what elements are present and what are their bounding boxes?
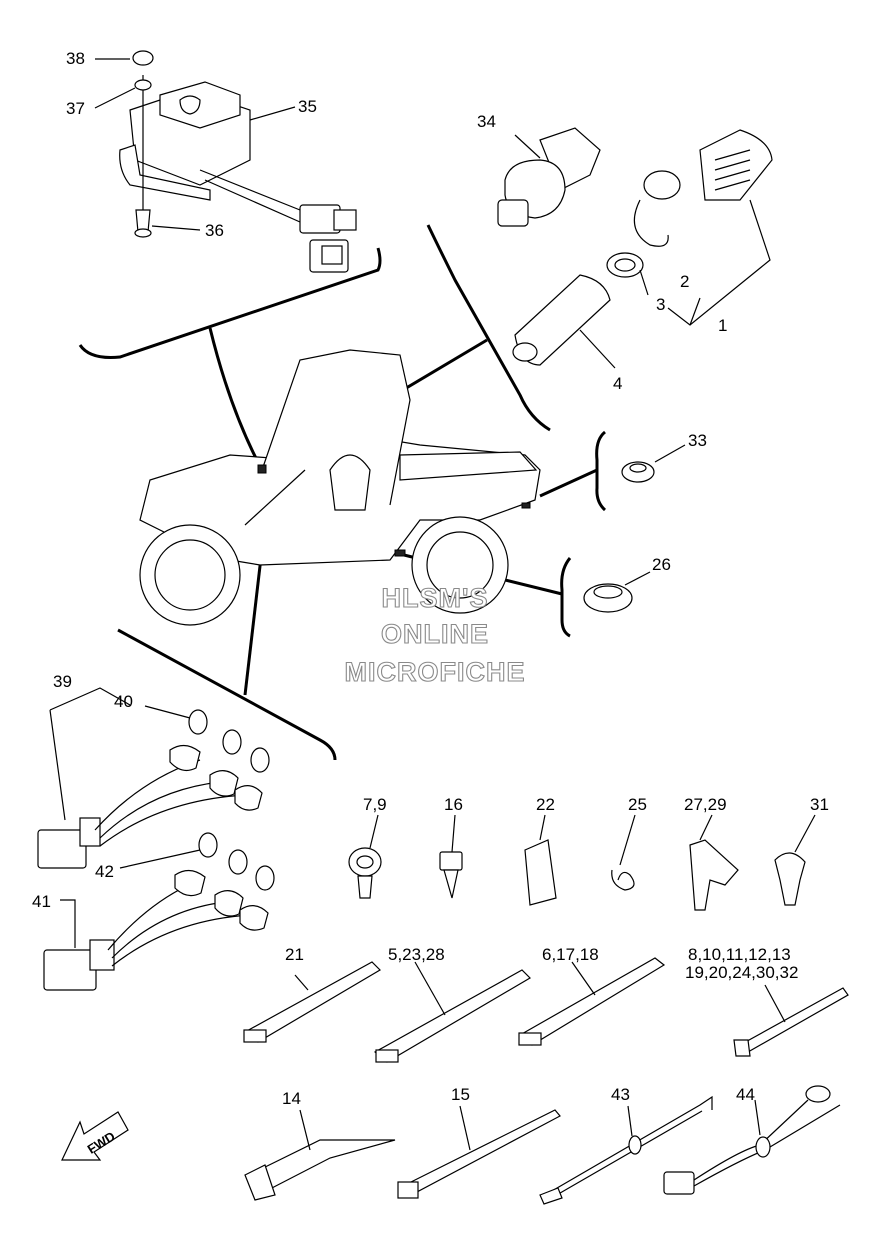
- callout-43: 43: [611, 1085, 630, 1104]
- watermark: HLSM'S ONLINE MICROFICHE: [344, 582, 526, 687]
- watermark-line-3: MICROFICHE: [345, 657, 526, 687]
- callout-16: 16: [444, 795, 463, 814]
- callout-40: 40: [114, 692, 133, 711]
- callout-14: 14: [282, 1089, 301, 1108]
- watermark-line-1: HLSM'S: [382, 583, 489, 613]
- callout-4: 4: [613, 374, 622, 393]
- bulb-harness-41: [43, 832, 275, 991]
- switch-assembly-35: [119, 50, 357, 273]
- clips-row: [348, 814, 816, 911]
- callout-labels: 38 37 35 36 34 2 3 1 4 33 26 39 40 42 41…: [32, 49, 829, 1108]
- bottom-parts: [244, 1085, 841, 1205]
- grommet-33: [621, 444, 686, 483]
- callout-42: 42: [95, 862, 114, 881]
- callout-21: 21: [285, 945, 304, 964]
- callout-41: 41: [32, 892, 51, 911]
- fwd-arrow-icon: FWD: [61, 1111, 129, 1161]
- callout-3: 3: [656, 295, 665, 314]
- switch-parts-group: [497, 127, 773, 369]
- callout-5-23-28: 5,23,28: [388, 945, 445, 964]
- watermark-line-2: ONLINE: [381, 619, 489, 649]
- callout-27-29: 27,29: [684, 795, 727, 814]
- callout-1: 1: [718, 316, 727, 335]
- callout-31: 31: [810, 795, 829, 814]
- callout-37: 37: [66, 99, 85, 118]
- callout-44: 44: [736, 1085, 755, 1104]
- callout-36: 36: [205, 221, 224, 240]
- callout-7-9: 7,9: [363, 795, 387, 814]
- callout-25: 25: [628, 795, 647, 814]
- callout-35: 35: [298, 97, 317, 116]
- bulb-harness-39: [37, 687, 270, 869]
- callout-15: 15: [451, 1085, 470, 1104]
- callout-38: 38: [66, 49, 85, 68]
- callout-33: 33: [688, 431, 707, 450]
- callout-2: 2: [680, 272, 689, 291]
- cable-ties: [243, 957, 849, 1063]
- grommet-26: [583, 571, 651, 613]
- callout-39: 39: [53, 672, 72, 691]
- callout-19-20-24-30-32: 19,20,24,30,32: [685, 963, 798, 982]
- callout-26: 26: [652, 555, 671, 574]
- callout-6-17-18: 6,17,18: [542, 945, 599, 964]
- callout-22: 22: [536, 795, 555, 814]
- callout-8-10-11-12-13: 8,10,11,12,13: [688, 945, 791, 964]
- utility-vehicle-illustration: [139, 349, 541, 626]
- callout-34: 34: [477, 112, 496, 131]
